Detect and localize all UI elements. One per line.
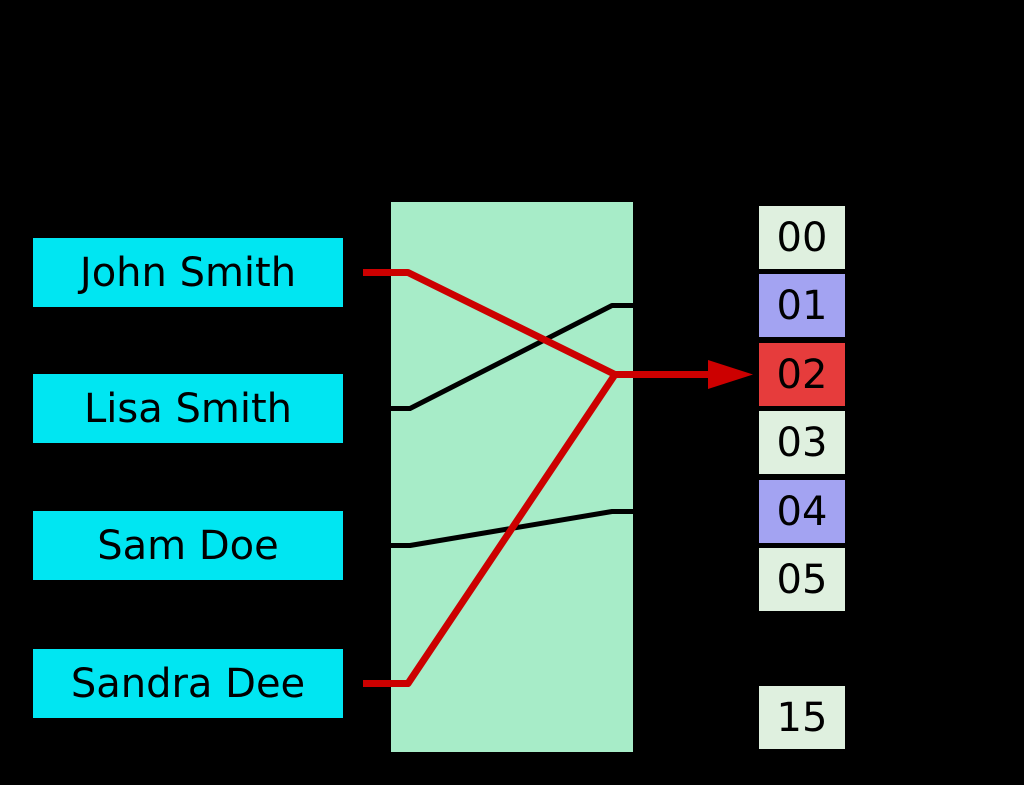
bucket-04: 04	[759, 480, 845, 543]
bucket-label: 05	[776, 556, 828, 603]
bucket-label: 03	[776, 419, 828, 466]
bucket-15: 15	[759, 686, 845, 749]
bucket-05: 05	[759, 548, 845, 611]
key-box-sam-doe: Sam Doe	[33, 511, 343, 580]
bucket-label: 01	[776, 282, 828, 329]
bucket-00: 00	[759, 206, 845, 269]
bucket-02-collision: 02	[759, 343, 845, 406]
bucket-03: 03	[759, 411, 845, 474]
key-box-lisa-smith: Lisa Smith	[33, 374, 343, 443]
key-label: Lisa Smith	[84, 385, 292, 432]
bucket-label: 02	[776, 351, 828, 398]
key-label: Sam Doe	[97, 522, 279, 569]
bucket-label: 00	[776, 214, 828, 261]
hash-function-box	[391, 202, 633, 752]
key-label: John Smith	[79, 249, 297, 296]
key-box-john-smith: John Smith	[33, 238, 343, 307]
bucket-01: 01	[759, 274, 845, 337]
bucket-label: 04	[776, 488, 828, 535]
bucket-label: 15	[776, 694, 828, 741]
collision-arrow-head-icon	[708, 360, 753, 389]
key-box-sandra-dee: Sandra Dee	[33, 649, 343, 718]
key-label: Sandra Dee	[70, 660, 306, 707]
